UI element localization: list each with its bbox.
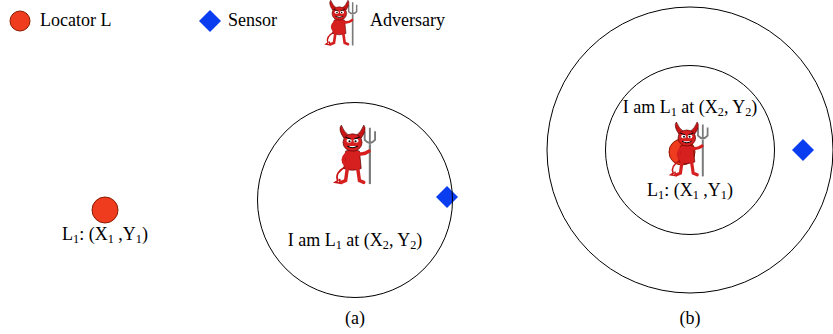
adversary-icon xyxy=(671,122,708,176)
sensor-diamond xyxy=(436,186,458,208)
range-circle-outline xyxy=(606,66,775,235)
node-text: L1: (X1 ,Y1) xyxy=(45,224,165,245)
node-outline xyxy=(605,65,775,235)
sensor-diamond xyxy=(792,139,814,161)
range-circle-outline xyxy=(258,103,453,298)
range-circle: I am L1 at (X2, Y2) xyxy=(257,102,453,298)
node-outline xyxy=(257,102,453,298)
legend-text: Locator L xyxy=(40,10,111,31)
legend-text: Adversary xyxy=(370,10,445,31)
adversary-icon xyxy=(335,125,375,184)
node-label: I am L1 at (X2, Y2) xyxy=(623,97,758,118)
node-label: L1: (X1 ,Y1) xyxy=(647,180,733,201)
panel-caption: (b) xyxy=(660,308,720,329)
legend-text: Sensor xyxy=(228,10,277,31)
legend-locator-sample xyxy=(10,11,30,31)
locator-node: L1: (X1 ,Y1) xyxy=(45,196,165,252)
node-text: I am L1 at (X2, Y2) xyxy=(257,230,453,251)
locator-circle xyxy=(92,197,118,223)
range-circle: I am L1 at (X2, Y2) L1: (X1 ,Y1) xyxy=(605,65,775,235)
panel-caption: (a) xyxy=(325,308,385,329)
outer-range-circle xyxy=(547,7,833,293)
node-text: L1: (X1 ,Y1) xyxy=(605,180,775,201)
node-label: L1: (X1 ,Y1) xyxy=(62,224,148,245)
node-text: I am L1 at (X2, Y2) xyxy=(605,97,775,118)
node-label: I am L1 at (X2, Y2) xyxy=(288,230,423,251)
legend-sensor-sample xyxy=(199,10,221,32)
legend-adversary-sample xyxy=(326,0,357,45)
